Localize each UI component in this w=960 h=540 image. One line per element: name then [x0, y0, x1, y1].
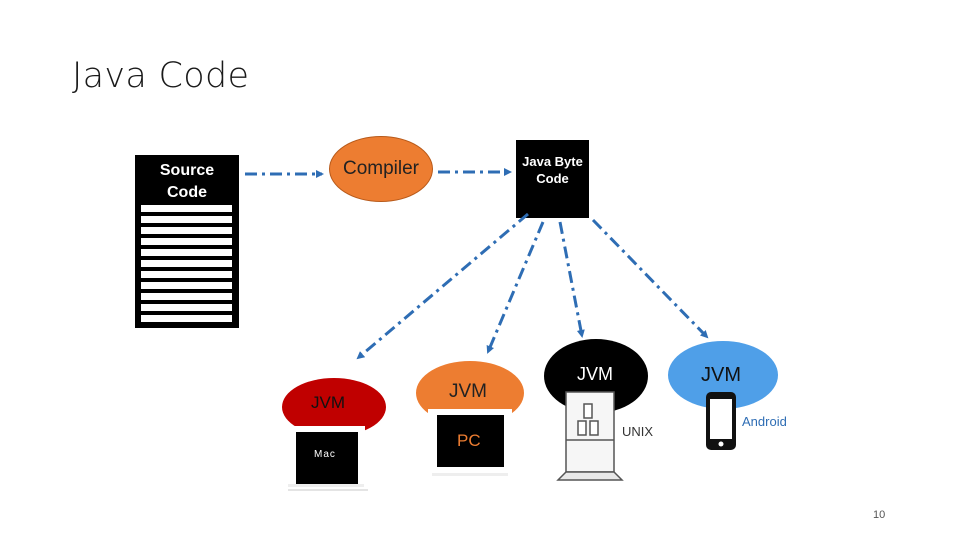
mac-screen [296, 432, 358, 484]
source-label-line2: Code [167, 184, 207, 201]
bytecode-label-line2: Code [536, 171, 569, 186]
code-line [141, 271, 232, 278]
jvm-android-ellipse [668, 341, 778, 409]
jvm-mac-label: JVM [311, 393, 345, 412]
code-line [141, 293, 232, 300]
mac-label: Mac [314, 449, 336, 460]
android-phone-icon [706, 392, 736, 450]
code-line [141, 238, 232, 245]
arrow-bytecode-to-unix [558, 221, 585, 338]
page-number: 10 [873, 509, 886, 521]
source-code-block: Source Code [135, 155, 239, 328]
compiler-label: Compiler [342, 158, 420, 179]
code-line [141, 205, 232, 212]
jvm-pc-label: JVM [449, 381, 487, 402]
mac-stand [288, 484, 364, 487]
pc-label: PC [457, 431, 481, 450]
jvm-unix-label: JVM [577, 364, 613, 384]
jvm-android-label: JVM [701, 364, 741, 386]
arrow-bytecode-to-pc [486, 221, 545, 354]
code-line [141, 282, 232, 289]
bytecode-label-line1: Java Byte [522, 154, 583, 169]
mac-base [288, 489, 368, 491]
unix-label: UNIX [622, 424, 654, 439]
bytecode-node: Java Byte Code [516, 140, 589, 218]
page-title: Java Code [72, 56, 250, 96]
code-line [141, 315, 232, 322]
arrow-bytecode-to-android [591, 218, 709, 339]
code-line [141, 216, 232, 223]
arrow-bytecode-to-mac [356, 212, 529, 360]
code-line [141, 260, 232, 267]
source-label-line1: Source [159, 162, 215, 179]
code-line [141, 249, 232, 256]
android-label: Android [742, 414, 787, 429]
compiler-node: Compiler [329, 136, 433, 202]
code-line [141, 227, 232, 234]
pc-screen [437, 415, 504, 467]
jvm-mac-ellipse [282, 378, 386, 436]
code-line [141, 304, 232, 311]
pc-keyboard [432, 473, 508, 476]
unix-server-tower [556, 391, 624, 481]
